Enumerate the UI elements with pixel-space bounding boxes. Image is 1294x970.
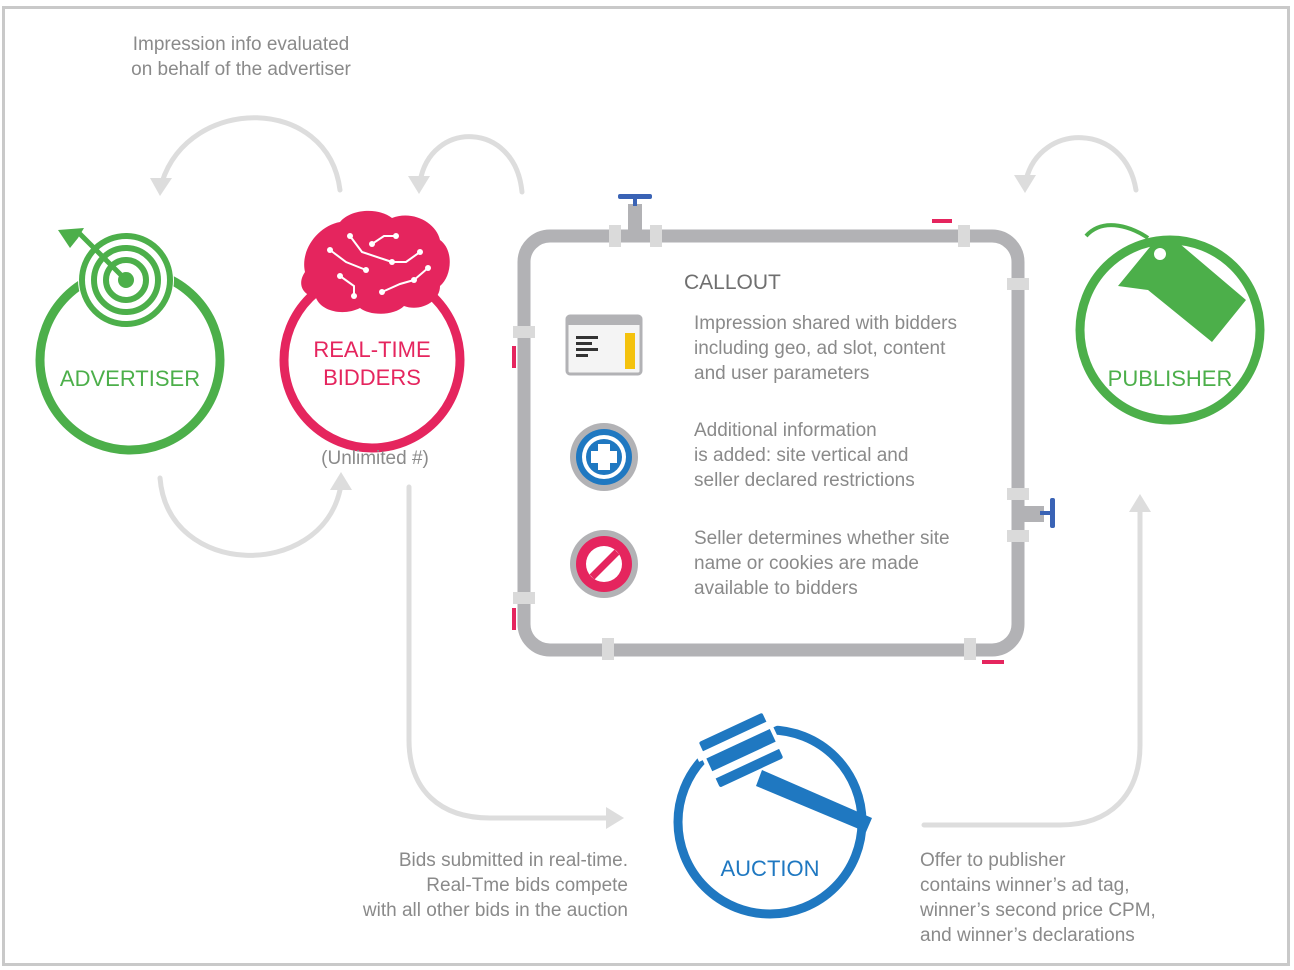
brain-icon: [301, 210, 450, 314]
pipe-frame: [512, 194, 1055, 664]
pipe-coupling: [1007, 488, 1029, 500]
pipe-coupling: [602, 638, 614, 660]
pipe-coupling: [513, 326, 535, 338]
pipe-cap: [512, 608, 516, 630]
arrow-auction-to-publisher-head: [1129, 494, 1151, 512]
callout-item-text: Additional information is added: site ve…: [694, 420, 915, 491]
advertiser-label: ADVERTISER: [59, 366, 201, 391]
auction-node: [673, 709, 872, 919]
pipe-coupling: [513, 592, 535, 604]
pipe-coupling: [1007, 530, 1029, 542]
callout-item-text: Impression shared with bidders including…: [694, 313, 957, 384]
valve-right: [1014, 498, 1055, 528]
arrow-callout-to-bidders-head: [408, 176, 430, 194]
arrow-bidders-to-auction: [406, 484, 613, 821]
pipe-coupling: [650, 225, 662, 247]
pipe-cap: [932, 219, 952, 223]
impression-info-note: Impression info evaluated on behalf of t…: [131, 34, 351, 80]
pipe-coupling: [609, 225, 621, 247]
target-icon: [58, 228, 174, 328]
pipe-cap: [982, 660, 1004, 664]
no-entry-icon: [570, 530, 638, 598]
flow-arrows: [150, 115, 1151, 829]
pipe-coupling: [964, 638, 976, 660]
arrow-bidders-to-auction-head: [606, 807, 624, 829]
publisher-node: [1075, 223, 1265, 425]
auction-label: AUCTION: [720, 856, 820, 881]
offer-note: Offer to publisher contains winner’s ad …: [920, 850, 1156, 946]
plus-icon: [570, 423, 638, 491]
arrow-advertiser-to-bidders-head: [330, 472, 352, 490]
pipe-coupling: [1007, 278, 1029, 290]
arrow-auction-to-publisher: [921, 507, 1143, 828]
arrow-bidders-to-advertiser-head: [150, 178, 172, 196]
unlimited-note: (Unlimited #): [321, 448, 429, 469]
arrow-bidders-to-advertiser: [159, 115, 343, 193]
valve-top: [618, 194, 652, 230]
callout-title: CALLOUT: [684, 271, 781, 294]
publisher-label: PUBLISHER: [1107, 366, 1233, 391]
browser-window-icon: [565, 314, 643, 376]
bids-submitted-note: Bids submitted in real-time. Real-Tme bi…: [362, 850, 628, 921]
arrow-advertiser-to-bidders: [157, 475, 343, 558]
arrow-callout-to-bidders: [417, 134, 525, 195]
pipe-body: [517, 229, 1025, 657]
gavel-icon: [695, 709, 872, 832]
bidders-label: REAL-TIME BIDDERS: [313, 337, 431, 390]
diagram-frame: [2, 6, 1290, 966]
pipe-coupling: [958, 225, 970, 247]
arrow-publisher-to-callout-head: [1014, 175, 1036, 193]
bidders-node: [279, 210, 465, 453]
price-tag-icon: [1084, 223, 1246, 342]
pipe-cap: [512, 346, 516, 368]
callout-item-text: Seller determines whether site name or c…: [694, 528, 950, 599]
arrow-publisher-to-callout: [1023, 135, 1139, 193]
advertiser-node: [35, 228, 225, 455]
